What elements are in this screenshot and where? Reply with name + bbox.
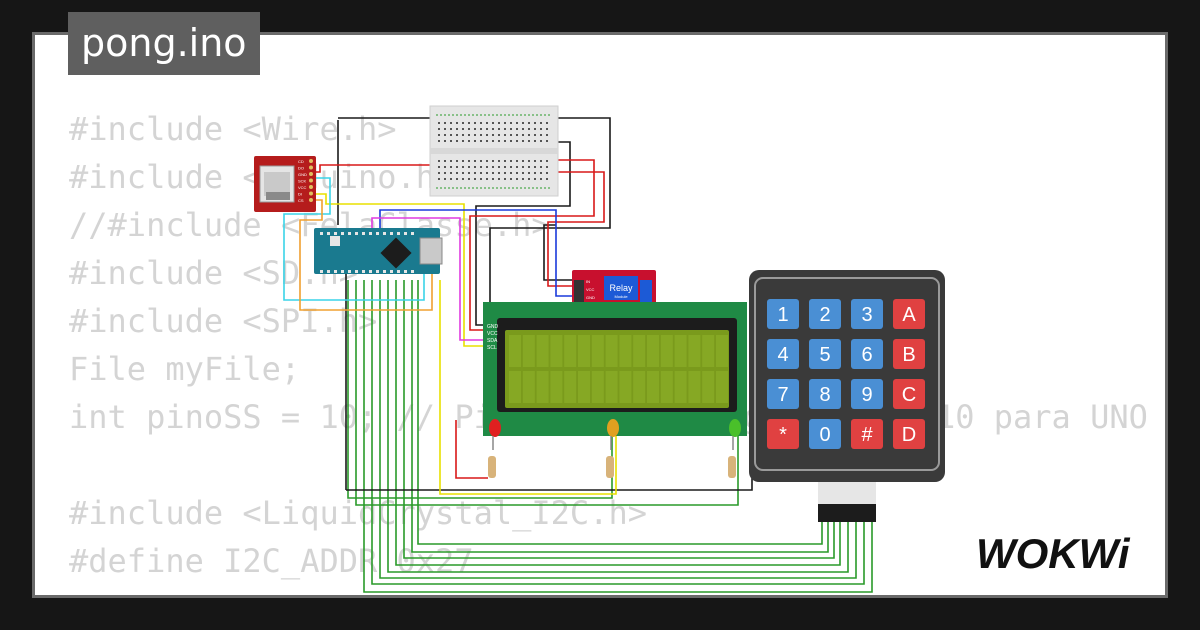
- keypad-4x4: 1 2 3 A 4 5 6 B 7 8 9 C * 0 # D: [749, 270, 945, 522]
- wires-cyan: [283, 177, 425, 301]
- wokwi-logo: WOKWi: [976, 530, 1131, 577]
- sd-pin-label: CD: [298, 159, 304, 164]
- keypad-key-0[interactable]: 0: [809, 419, 841, 449]
- keypad-key-2[interactable]: 2: [809, 299, 841, 329]
- relay-pin-in: IN: [586, 279, 590, 284]
- keypad-key-8[interactable]: 8: [809, 379, 841, 409]
- keypad-key-7[interactable]: 7: [767, 379, 799, 409]
- keypad-key-label: C: [902, 384, 916, 406]
- keypad-key-C[interactable]: C: [893, 379, 925, 409]
- wires-blue: [379, 209, 580, 297]
- wires-orange: [299, 199, 433, 311]
- relay-sublabel: Module: [614, 294, 628, 299]
- relay-module: Relay Module IN VCC GND: [572, 270, 656, 312]
- keypad-key-*[interactable]: *: [767, 419, 799, 449]
- keypad-key-label: 6: [861, 344, 872, 366]
- keypad-key-label: 2: [819, 304, 830, 326]
- wires-yellow: [316, 193, 617, 495]
- keypad-key-1[interactable]: 1: [767, 299, 799, 329]
- keypad-key-4[interactable]: 4: [767, 339, 799, 369]
- keypad-key-label: 1: [777, 304, 788, 326]
- keypad-key-A[interactable]: A: [893, 299, 925, 329]
- relay-pin-vcc: VCC: [586, 287, 595, 292]
- sd-pin-label: DI: [298, 192, 302, 197]
- keypad-key-D[interactable]: D: [893, 419, 925, 449]
- led-green: [728, 419, 741, 478]
- lcd-pin-sda: SDA: [487, 338, 498, 344]
- lcd-display: GND VCC SDA SCL: [483, 302, 747, 436]
- keypad-key-label: D: [902, 424, 916, 446]
- sd-pin-label: CS: [298, 198, 304, 203]
- wokwi-logo-text: WOKWi: [976, 530, 1131, 577]
- keypad-key-label: #: [861, 424, 873, 446]
- keypad-key-#[interactable]: #: [851, 419, 883, 449]
- arduino-nano: [314, 228, 443, 274]
- lcd-pin-scl: SCL: [487, 345, 497, 351]
- code-line: #include <Wire.h>: [69, 110, 397, 148]
- lcd-pin-gnd: GND: [487, 324, 499, 330]
- keypad-key-5[interactable]: 5: [809, 339, 841, 369]
- keypad-key-label: B: [902, 344, 915, 366]
- led-red: [488, 419, 501, 478]
- keypad-key-label: 9: [861, 384, 872, 406]
- keypad-key-3[interactable]: 3: [851, 299, 883, 329]
- wires-green: [347, 280, 873, 593]
- relay-pin-gnd: GND: [586, 295, 595, 300]
- keypad-key-label: 4: [777, 344, 788, 366]
- code-line: File myFile;: [69, 350, 301, 388]
- sd-pin-label: SCK: [298, 179, 307, 184]
- breadboard: [429, 105, 559, 197]
- keypad-key-label: *: [779, 424, 787, 446]
- project-card: #include <Wire.h>#include <Arduino.h>//#…: [32, 32, 1168, 598]
- sd-pin-label: GND: [298, 172, 307, 177]
- keypad-key-label: A: [902, 304, 916, 326]
- led-yellow: [606, 419, 619, 478]
- code-line: #include <LiquidCrystal_I2C.h>: [69, 494, 647, 532]
- keypad-key-label: 0: [819, 424, 830, 446]
- code-line: #include <SPI.h>: [69, 302, 378, 340]
- wires-magenta: [371, 217, 490, 341]
- wires-black: [337, 117, 753, 491]
- keypad-key-label: 3: [861, 304, 872, 326]
- keypad-key-label: 8: [819, 384, 830, 406]
- keypad-key-label: 7: [777, 384, 788, 406]
- project-title[interactable]: pong.ino: [68, 12, 260, 75]
- sd-pin-label: DO: [298, 166, 304, 171]
- leds: [488, 419, 741, 478]
- lcd-pin-vcc: VCC: [487, 331, 498, 337]
- keypad-key-label: 5: [819, 344, 830, 366]
- sd-pin-label: VCC: [298, 185, 307, 190]
- keypad-key-9[interactable]: 9: [851, 379, 883, 409]
- code-line: #define I2C_ADDR 0x27: [69, 542, 474, 580]
- keypad-key-6[interactable]: 6: [851, 339, 883, 369]
- keypad-key-B[interactable]: B: [893, 339, 925, 369]
- relay-label: Relay: [609, 283, 633, 293]
